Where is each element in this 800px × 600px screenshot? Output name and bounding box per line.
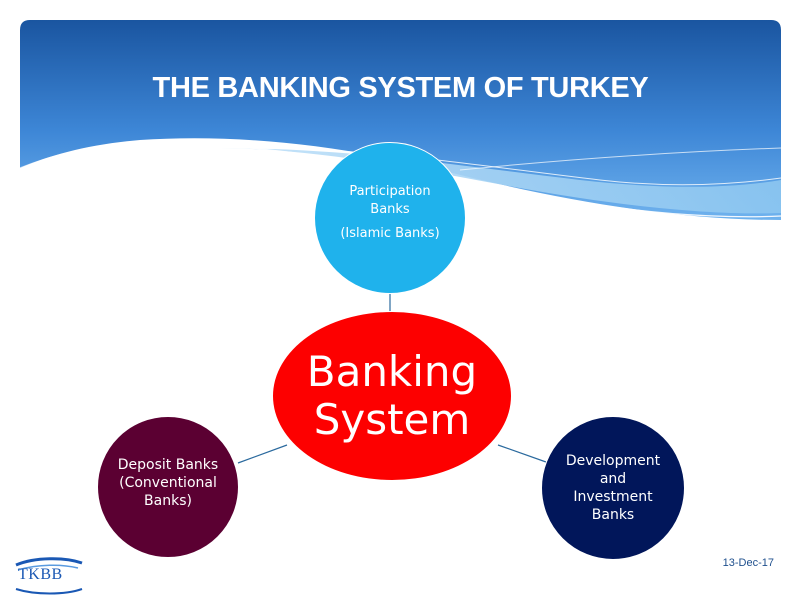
slide-date: 13-Dec-17 [722, 557, 774, 569]
slide-title: THE BANKING SYSTEM OF TURKEY [152, 72, 649, 104]
center-label-2: System [313, 395, 471, 444]
development-label-2: and [599, 471, 627, 487]
tkbb-logo [15, 557, 83, 595]
center-label-1: Banking [306, 347, 478, 396]
development-label-4: Banks [591, 507, 635, 523]
development-investment-banks-node: Development and Investment Banks [541, 416, 685, 560]
deposit-banks-node: Deposit Banks (Conventional Banks) [97, 416, 239, 558]
development-label-1: Development [565, 453, 661, 469]
deposit-label-1: Deposit Banks [117, 457, 219, 473]
deposit-label-2: (Conventional [119, 475, 217, 491]
connector-development [497, 444, 547, 463]
participation-sublabel: (Islamic Banks) [340, 226, 440, 241]
banking-system-node: Banking System [272, 311, 512, 481]
participation-banks-node: Participation Banks (Islamic Banks) [314, 142, 466, 294]
participation-label-2: Banks [370, 202, 410, 217]
development-label-3: Investment [573, 489, 653, 505]
tkbb-logo-text: TKBB [18, 566, 63, 583]
connector-deposit [237, 444, 288, 464]
participation-label-1: Participation [349, 184, 431, 199]
deposit-label-3: Banks) [144, 493, 192, 509]
